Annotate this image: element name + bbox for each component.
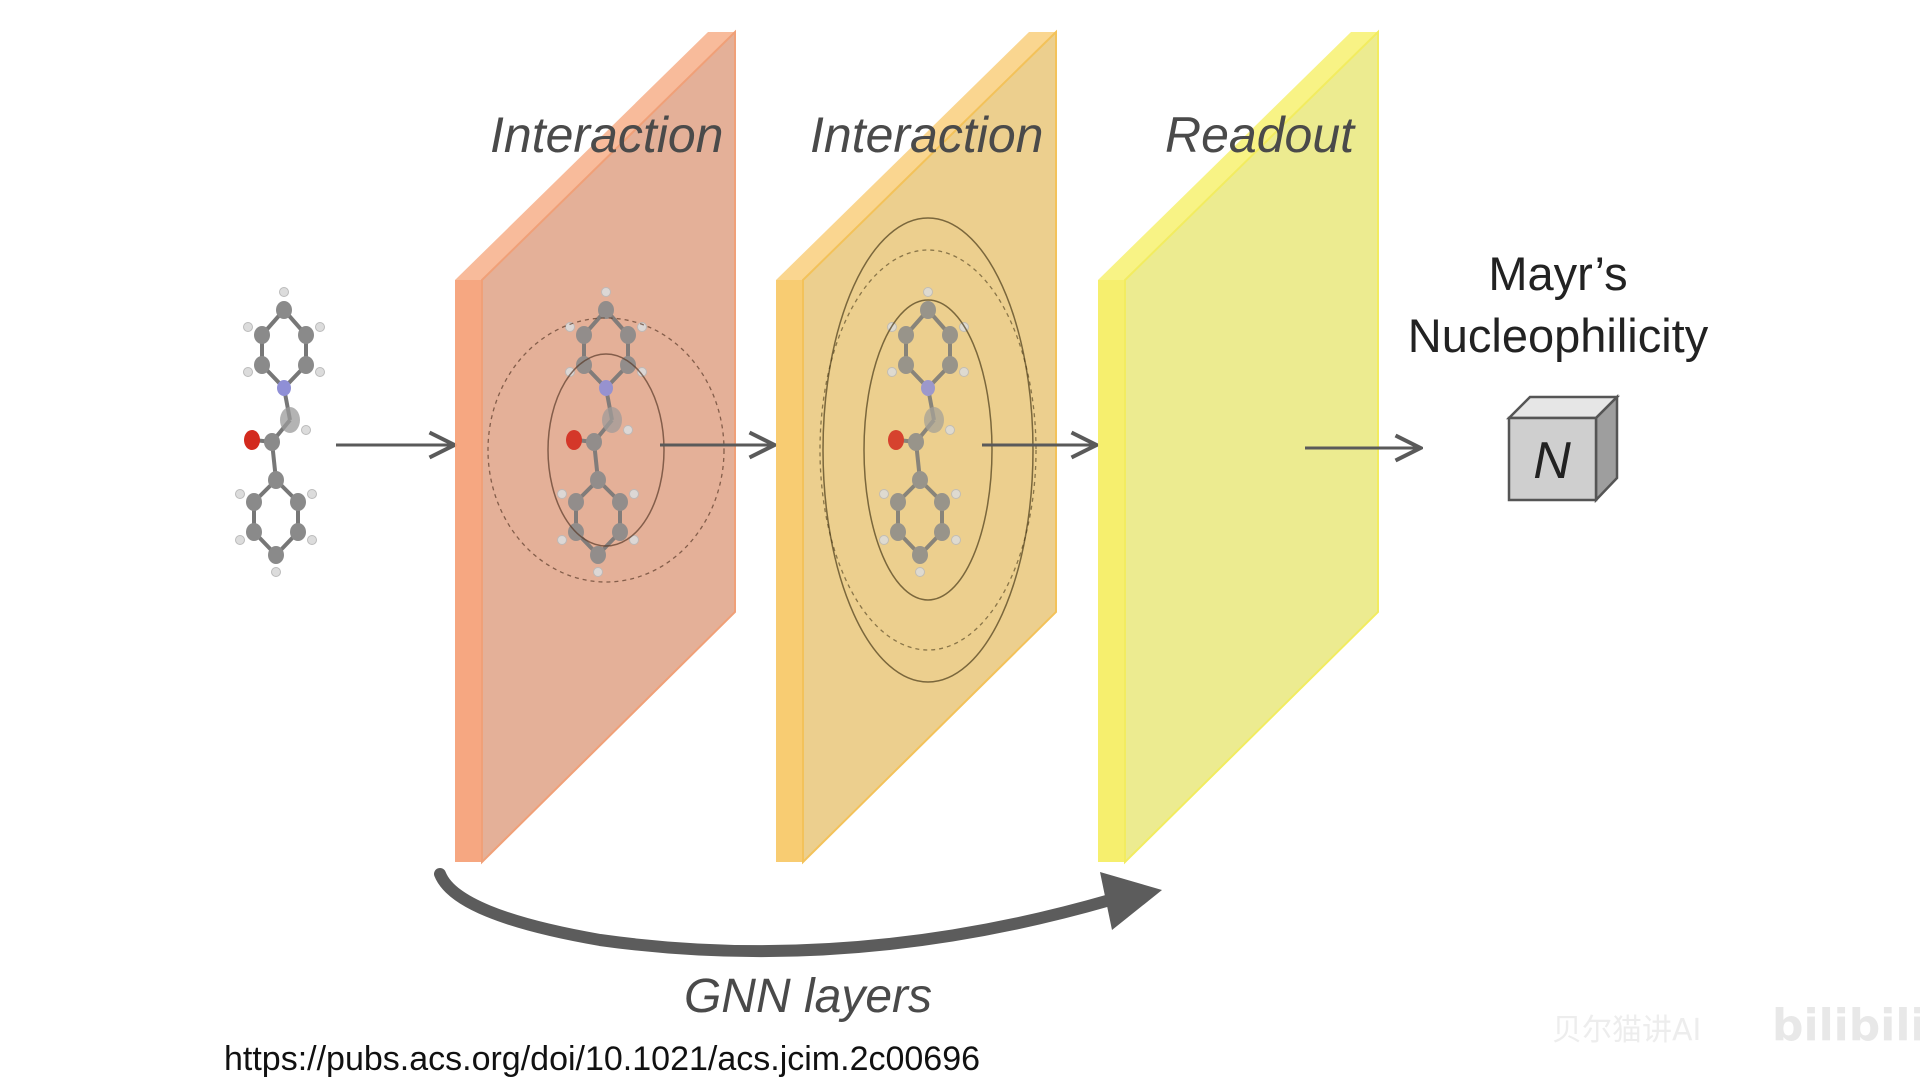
cube-letter: N — [1533, 432, 1571, 490]
layer-1-title: Interaction — [490, 107, 723, 163]
watermark-logo: bilibili — [1772, 1000, 1920, 1051]
source-url: https://pubs.acs.org/doi/10.1021/acs.jci… — [224, 1040, 981, 1078]
output-title-line2: Nucleophilicity — [1408, 309, 1709, 362]
layer-3-title: Readout — [1165, 107, 1356, 163]
gnn-layers-label: GNN layers — [684, 970, 932, 1023]
output-title-line1: Mayr’s — [1488, 247, 1627, 300]
layer-2-title: Interaction — [810, 107, 1043, 163]
curved-arrow-icon — [434, 868, 1162, 958]
molecule-icon — [233, 285, 327, 579]
watermark-text: 贝尔猫讲AI — [1552, 1013, 1701, 1048]
watermark: 贝尔猫讲AI bilibili — [1552, 1000, 1920, 1051]
interaction-layer-1 — [455, 29, 736, 865]
interaction-layer-2 — [776, 29, 1057, 865]
cube-icon — [1505, 393, 1621, 504]
readout-layer — [1098, 29, 1379, 865]
